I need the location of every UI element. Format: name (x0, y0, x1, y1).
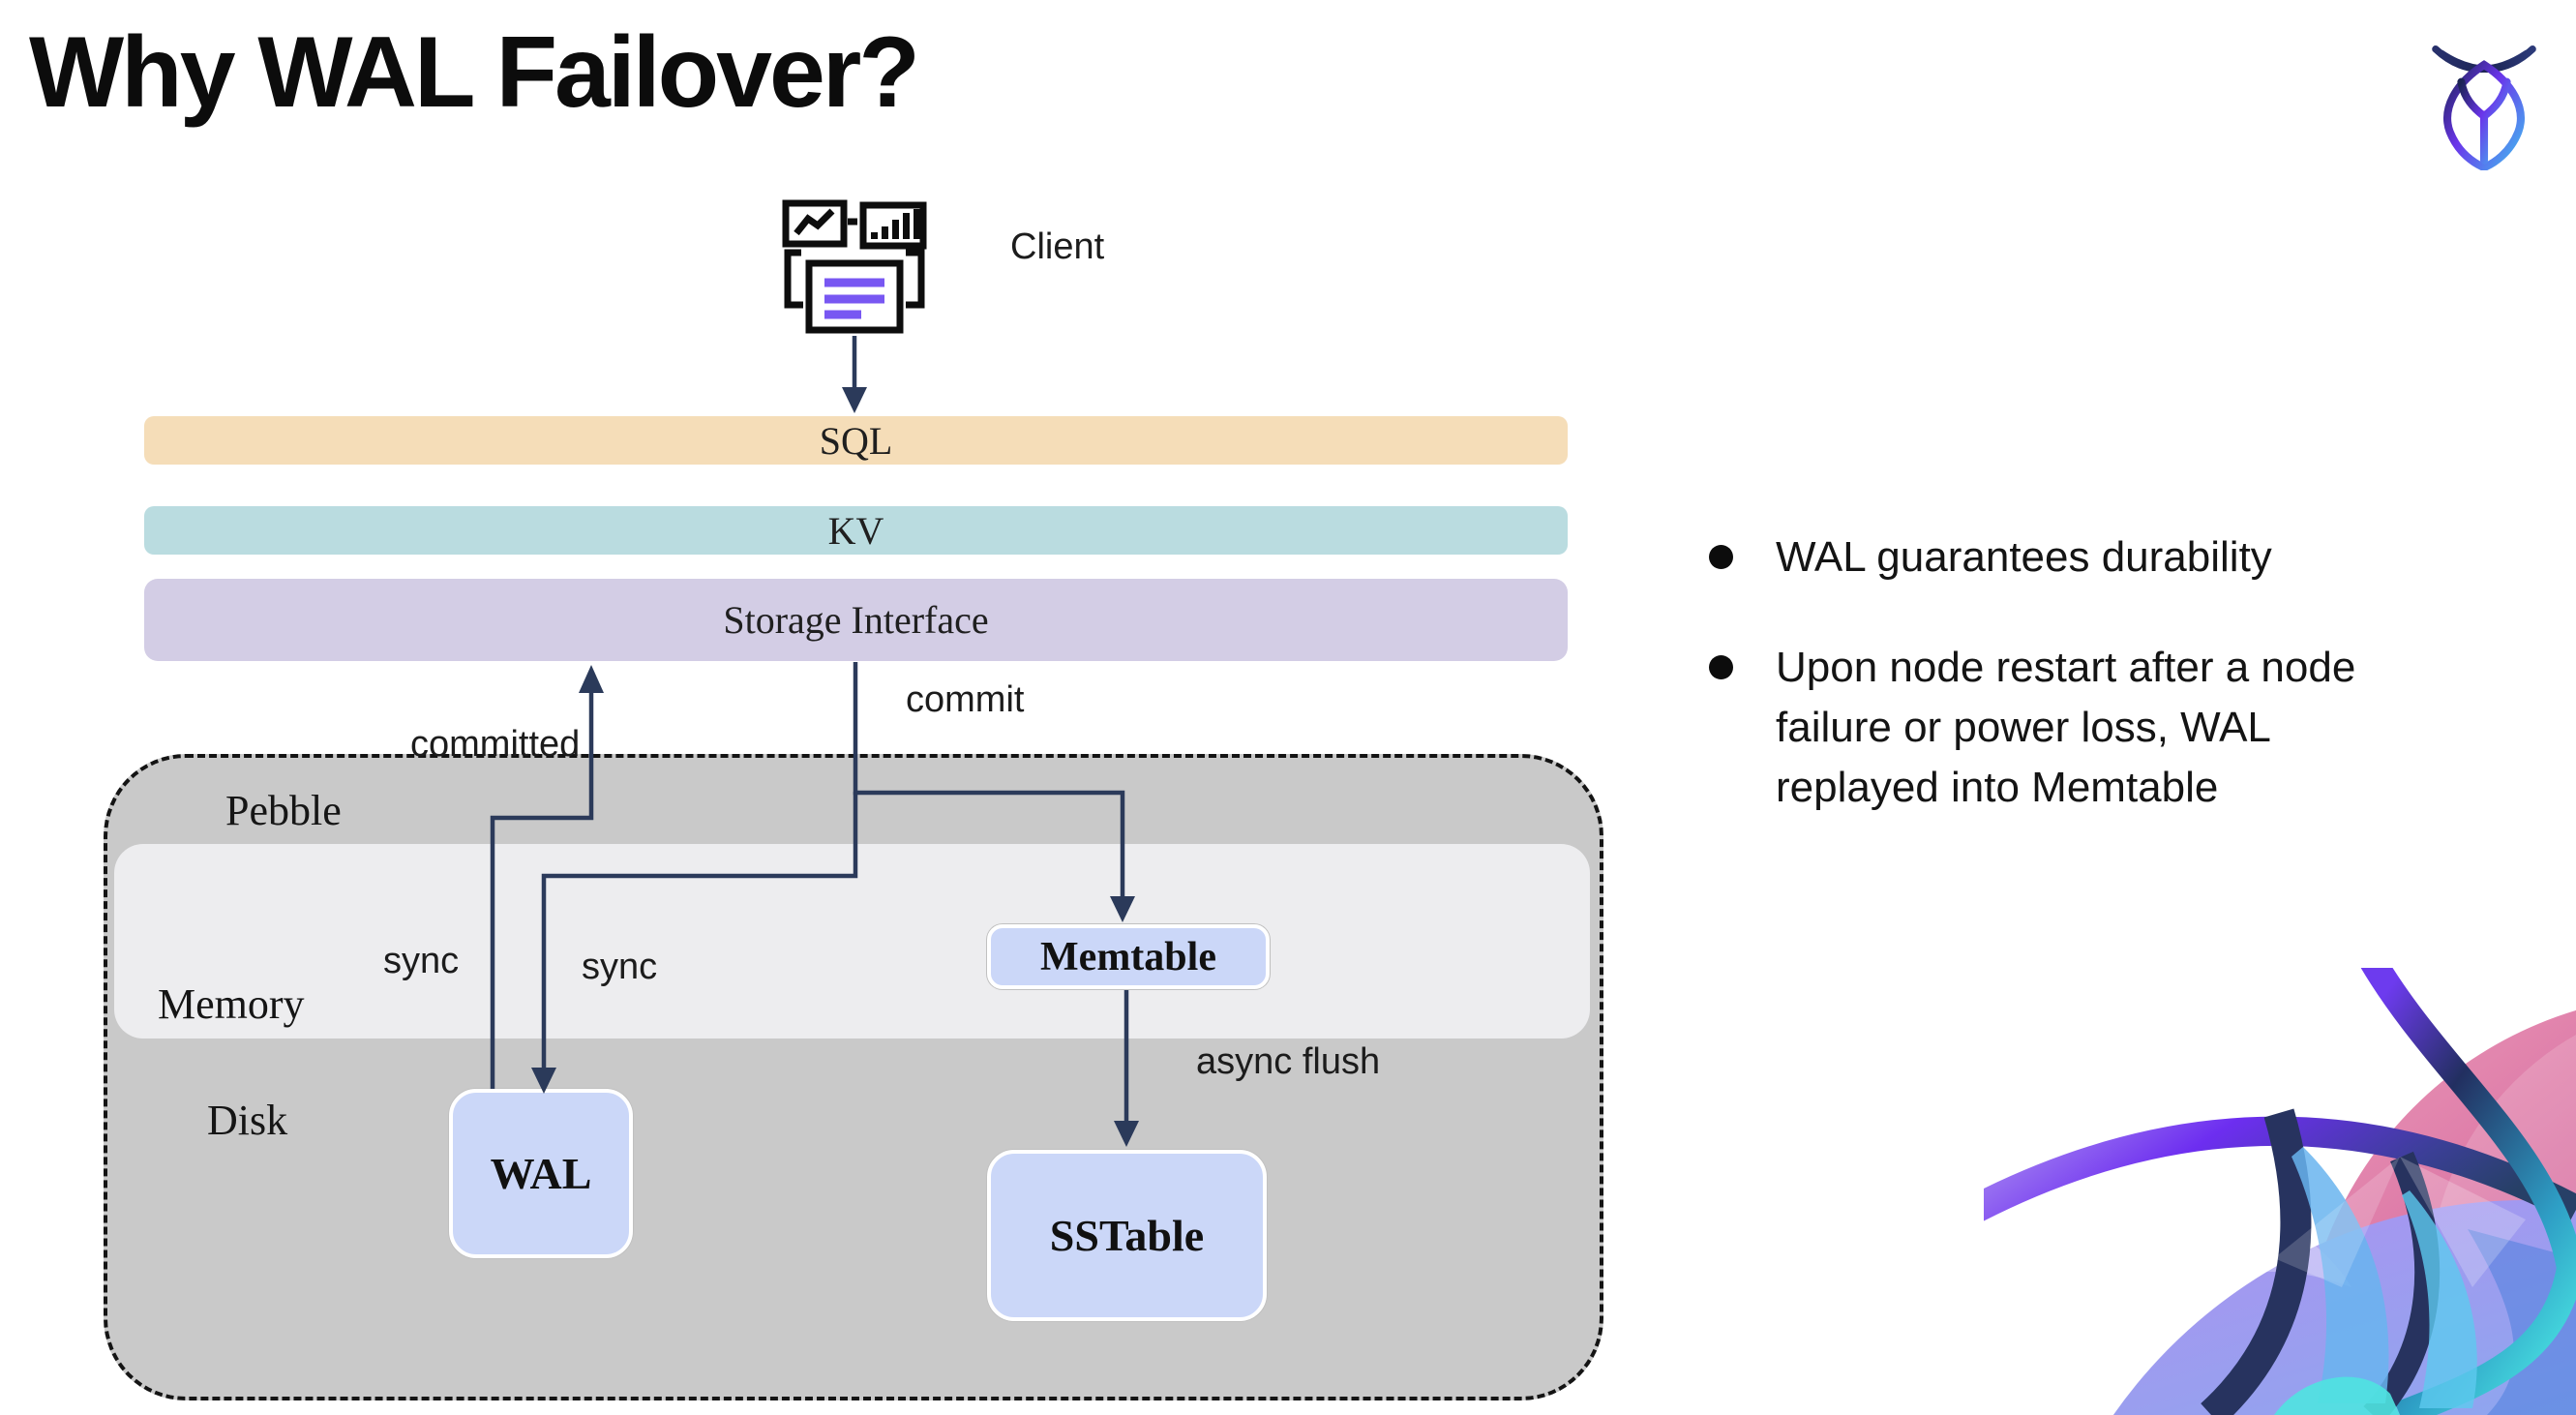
pebble-label: Pebble (225, 787, 342, 834)
wal-box-label: WAL (490, 1149, 592, 1198)
leaf-vein-right (2363, 1151, 2441, 1415)
leaf-vein-left (2201, 1108, 2312, 1415)
brand-art-graphic (1984, 968, 2576, 1415)
bullet-list: WAL guarantees durability Upon node rest… (1709, 527, 2512, 868)
layer-sql-label: SQL (819, 418, 893, 463)
memory-region (114, 844, 1590, 1039)
client-icon (782, 199, 927, 334)
commit-edge-label: commit (906, 679, 1025, 720)
layer-sql: SQL (144, 416, 1568, 465)
disk-label: Disk (207, 1097, 288, 1144)
bullet-icon (1709, 545, 1733, 569)
async-flush-edge-label: async flush (1196, 1041, 1381, 1082)
committed-arrowhead (579, 665, 604, 693)
memory-label: Memory (158, 980, 305, 1028)
sync-right-edge-label: sync (582, 947, 658, 987)
list-item: WAL guarantees durability (1709, 527, 2512, 587)
navy-cyan-arc (2360, 968, 2576, 1415)
committed-edge-label: committed (410, 724, 581, 765)
memtable-box: Memtable (987, 924, 1270, 989)
layer-storage-interface: Storage Interface (144, 579, 1568, 661)
layer-kv-label: KV (827, 508, 884, 553)
bullet-text: Upon node restart after a node failure o… (1776, 644, 2356, 811)
page-title: Why WAL Failover? (29, 16, 920, 129)
bullet-icon (1709, 655, 1733, 679)
layer-storage-label: Storage Interface (723, 598, 989, 642)
layer-kv: KV (144, 506, 1568, 555)
bullet-text: WAL guarantees durability (1776, 533, 2272, 581)
client-arrowhead (842, 387, 867, 413)
wal-box: WAL (449, 1089, 633, 1258)
sstable-box: SSTable (987, 1150, 1267, 1321)
memtable-box-label: Memtable (1040, 934, 1216, 979)
sync-left-edge-label: sync (383, 941, 460, 981)
list-item: Upon node restart after a node failure o… (1709, 638, 2512, 818)
sstable-box-label: SSTable (1049, 1211, 1205, 1260)
cockroachdb-logo-icon (2432, 45, 2536, 170)
client-label: Client (1010, 226, 1105, 267)
